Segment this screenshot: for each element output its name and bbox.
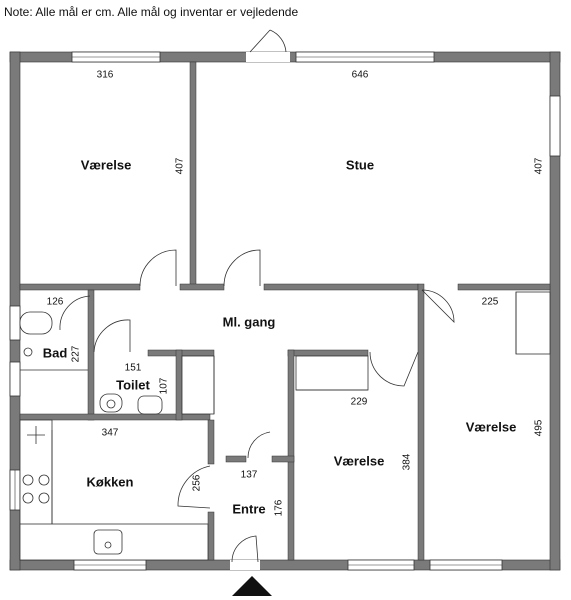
plan-note: Note: Alle mål er cm. Alle mål og invent… — [4, 5, 299, 19]
window-lines — [14, 56, 502, 566]
room-label-bad: Bad — [43, 345, 68, 360]
dim-vaerelse-nw-depth: 407 — [175, 157, 186, 174]
dim-toilet-width: 151 — [125, 363, 142, 374]
dim-entre-depth: 176 — [274, 499, 285, 516]
room-label-entre: Entre — [232, 501, 265, 516]
dim-vaerelse-e-width: 225 — [482, 297, 499, 308]
dim-vaerelse-e-depth: 495 — [534, 419, 545, 436]
room-label-vaerelse-mid: Værelse — [334, 453, 385, 468]
dim-toilet-depth: 107 — [159, 377, 170, 394]
dim-stue-depth: 407 — [534, 157, 545, 174]
room-label-toilet: Toilet — [116, 377, 150, 392]
dim-stue-width: 646 — [352, 70, 369, 81]
dim-vaerelse-nw-width: 316 — [97, 70, 114, 81]
room-label-vaerelse-nw: Værelse — [81, 157, 132, 172]
stove-burners — [22, 474, 50, 504]
interior-walls — [19, 61, 551, 561]
door-gaps — [230, 52, 290, 570]
room-label-gang: Ml. gang — [223, 314, 276, 329]
room-label-vaerelse-e: Værelse — [466, 419, 517, 434]
dim-koekken-depth: 256 — [192, 474, 203, 491]
dim-vaerelse-mid-depth: 384 — [402, 453, 413, 470]
dim-bad-width: 126 — [47, 297, 64, 308]
entrance-arrow — [232, 576, 272, 596]
room-label-koekken: Køkken — [87, 474, 134, 489]
dim-koekken-width: 347 — [102, 428, 119, 439]
dim-vaerelse-mid-width: 229 — [351, 397, 368, 408]
dim-bad-depth: 227 — [71, 345, 82, 362]
room-label-stue: Stue — [346, 157, 374, 172]
doors — [59, 29, 455, 563]
dim-entre-width: 137 — [241, 470, 258, 481]
fan-symbol — [27, 426, 45, 444]
